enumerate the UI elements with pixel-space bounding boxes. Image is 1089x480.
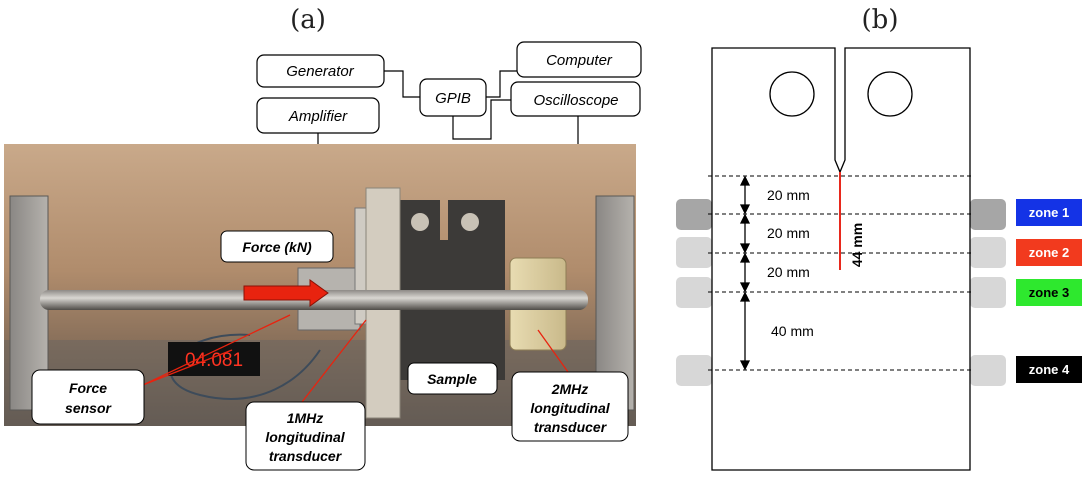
dimension-label-2: 20 mm (767, 225, 810, 241)
callout-force-sensor-line1: Force (69, 380, 107, 396)
zone-4-swatch (1016, 356, 1082, 383)
callout-1mhz-line1: 1MHz (287, 410, 324, 426)
zone-1-swatch (1016, 199, 1082, 226)
pin-hole-right (867, 71, 913, 117)
zone-2-label: zone 2 (1029, 245, 1069, 260)
panel-a-label: (a) (290, 5, 326, 35)
callout-force-label: Force (kN) (242, 239, 312, 255)
block-amplifier-label: Amplifier (288, 108, 348, 125)
crack-length-label: 44 mm (849, 223, 865, 267)
callout-2mhz-line2: longitudinal (530, 400, 610, 416)
block-computer: Computer (516, 41, 642, 78)
block-gpib-label: GPIB (435, 90, 471, 107)
callout-sample: Sample (407, 362, 498, 395)
dimension-arrows (739, 175, 751, 371)
zone-3-swatch (1016, 279, 1082, 306)
callout-2mhz-line3: transducer (534, 419, 608, 435)
force-display (168, 342, 260, 376)
block-oscilloscope-label: Oscilloscope (533, 92, 618, 109)
pin-hole-left (769, 71, 815, 117)
callout-2mhz-line1: 2MHz (551, 381, 589, 397)
callout-2mhz-transducer: 2MHz longitudinal transducer (511, 371, 629, 442)
callout-1mhz-line3: transducer (269, 448, 343, 464)
block-oscilloscope: Oscilloscope (510, 81, 641, 117)
callout-sample-label: Sample (427, 371, 477, 387)
callout-1mhz-transducer: 1MHz longitudinal transducer (245, 401, 366, 471)
block-gpib: GPIB (419, 78, 487, 117)
zone-legend: zone 1 zone 2 zone 3 zone 4 (1016, 199, 1082, 383)
block-generator: Generator (256, 54, 385, 88)
callout-leaders (142, 314, 569, 403)
force-display-readout: 04.081 (185, 350, 243, 371)
callout-1mhz-line2: longitudinal (265, 429, 345, 445)
block-generator-label: Generator (286, 63, 355, 80)
force-arrow (243, 279, 329, 307)
block-amplifier: Amplifier (256, 97, 380, 134)
callout-force: Force (kN) (220, 230, 334, 263)
dimension-label-4: 40 mm (771, 323, 814, 339)
zone-2-swatch (1016, 239, 1082, 266)
zone-3-label: zone 3 (1029, 285, 1069, 300)
zone-4-label: zone 4 (1029, 362, 1070, 377)
callout-force-sensor-line2: sensor (65, 400, 112, 416)
zone-tabs (676, 199, 1006, 386)
dimension-label-1: 20 mm (767, 187, 810, 203)
block-computer-label: Computer (546, 52, 613, 69)
zone-1-label: zone 1 (1029, 205, 1069, 220)
dimension-label-3: 20 mm (767, 264, 810, 280)
callout-force-sensor: Force sensor (31, 369, 145, 425)
panel-b-label: (b) (862, 5, 899, 35)
